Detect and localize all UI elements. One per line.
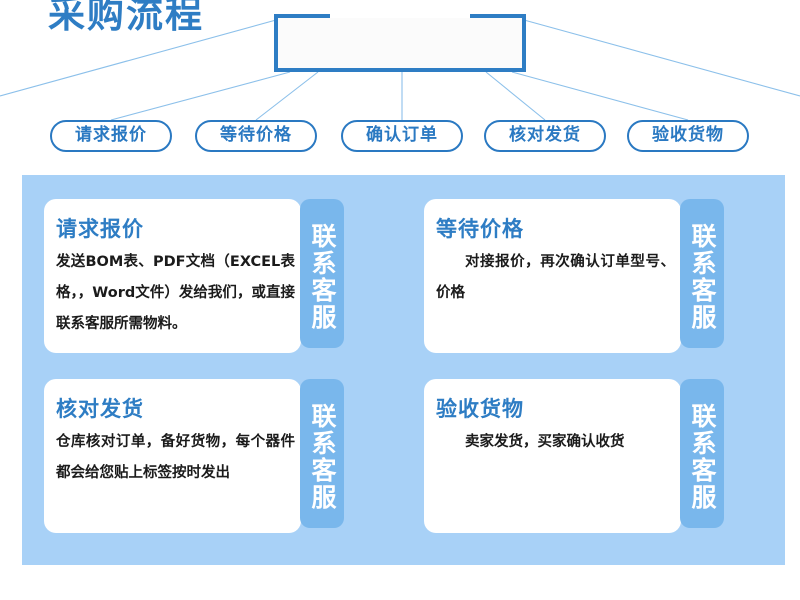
title-frame-top-left-edge — [274, 14, 330, 18]
card-title: 验收货物 — [436, 397, 524, 421]
card-title: 核对发货 — [56, 397, 144, 421]
title-frame-right-edge — [522, 14, 526, 72]
title-frame-fill — [278, 18, 522, 68]
card-await-price: 等待价格 对接报价，再次确认订单型号、价格 — [424, 199, 681, 353]
connector-lines — [0, 19, 800, 121]
card-body: 仓库核对订单，备好货物，每个器件都会给您贴上标签按时发出 — [56, 434, 295, 481]
card-request-quote: 请求报价 发送BOM表、PDF文档（EXCEL表格，，Word文件）发给我们，或… — [44, 199, 301, 353]
title-frame-bottom-edge — [274, 68, 526, 72]
step-pill-confirm-order[interactable]: 确认订单 — [341, 120, 463, 152]
card-title: 请求报价 — [56, 217, 144, 241]
title-frame-left-edge — [274, 14, 278, 72]
page-title: 采购流程 — [48, 0, 204, 36]
contact-service-tab[interactable]: 联系客服 — [680, 379, 724, 528]
title-frame-top-right-edge — [470, 14, 526, 18]
step-pill-accept-goods[interactable]: 验收货物 — [627, 120, 749, 152]
card-title: 等待价格 — [436, 217, 524, 241]
card-accept-goods: 验收货物 卖家发货，买家确认收货 — [424, 379, 681, 533]
title-frame — [274, 14, 526, 72]
contact-service-tab[interactable]: 联系客服 — [300, 199, 344, 348]
card-body: 发送BOM表、PDF文档（EXCEL表格，，Word文件）发给我们，或直接联系客… — [56, 254, 295, 332]
card-body: 对接报价，再次确认订单型号、价格 — [436, 254, 675, 301]
card-verify-ship: 核对发货 仓库核对订单，备好货物，每个器件都会给您贴上标签按时发出 — [44, 379, 301, 533]
contact-service-tab[interactable]: 联系客服 — [680, 199, 724, 348]
card-body: 卖家发货，买家确认收货 — [465, 434, 625, 450]
step-pill-verify-ship[interactable]: 核对发货 — [484, 120, 606, 152]
contact-service-tab[interactable]: 联系客服 — [300, 379, 344, 528]
step-pill-request-quote[interactable]: 请求报价 — [50, 120, 172, 152]
step-pill-await-price[interactable]: 等待价格 — [195, 120, 317, 152]
